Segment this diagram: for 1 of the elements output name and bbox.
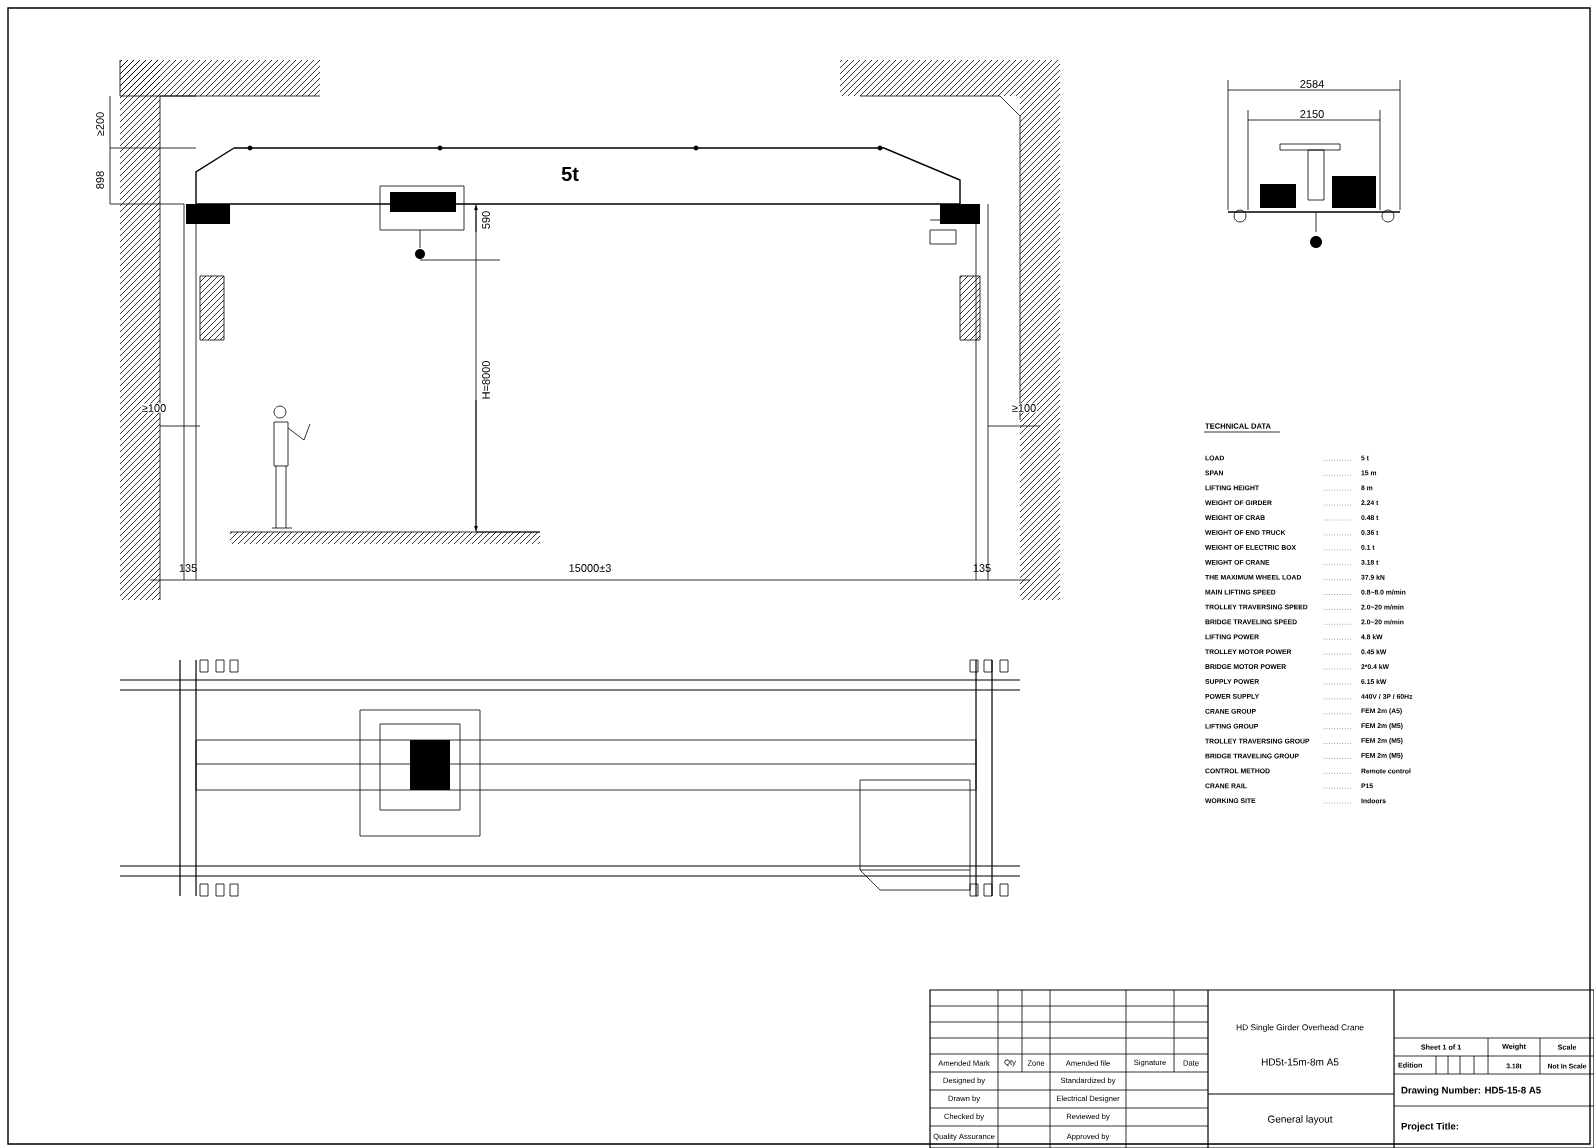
load-label: 5t <box>561 167 579 181</box>
